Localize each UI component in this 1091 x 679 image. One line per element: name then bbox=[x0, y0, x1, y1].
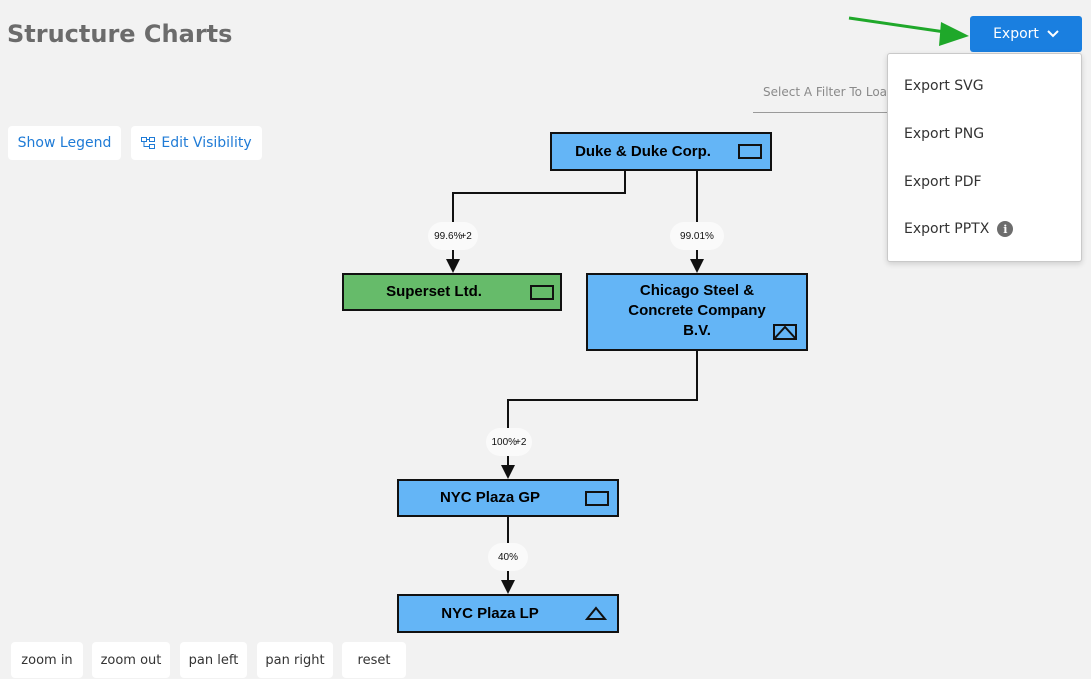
zoom-in-button[interactable]: zoom in bbox=[11, 642, 83, 678]
control-label: pan right bbox=[265, 652, 325, 668]
entity-node-superset[interactable]: Superset Ltd. bbox=[342, 273, 562, 311]
entity-node-nyc-gp[interactable]: NYC Plaza GP bbox=[397, 479, 619, 517]
ownership-pill: 100%+2 bbox=[486, 428, 532, 456]
ownership-pill: 99.6%+2 bbox=[428, 222, 478, 250]
entity-label: Duke & Duke Corp. bbox=[575, 142, 711, 160]
entity-label-line-1: Chicago Steel & bbox=[639, 282, 755, 299]
edit-visibility-button[interactable]: Edit Visibility bbox=[131, 126, 262, 160]
entity-label-line-2: Concrete Company bbox=[628, 302, 766, 319]
connector-line bbox=[696, 169, 698, 262]
triangle-entity-icon bbox=[585, 606, 607, 620]
info-icon[interactable]: i bbox=[997, 221, 1014, 237]
export-menu: Export SVG Export PNG Export PDF Export … bbox=[887, 53, 1082, 262]
entity-label: Superset Ltd. bbox=[386, 283, 482, 300]
export-png-item[interactable]: Export PNG bbox=[888, 114, 1081, 154]
partnership-triangle-icon bbox=[773, 324, 797, 340]
entity-label: NYC Plaza GP bbox=[439, 489, 541, 506]
pan-left-button[interactable]: pan left bbox=[180, 642, 247, 678]
control-label: pan left bbox=[188, 652, 239, 668]
arrowhead-icon bbox=[501, 465, 515, 479]
edit-visibility-label: Edit Visibility bbox=[161, 135, 252, 151]
ownership-percent: 40% bbox=[497, 551, 518, 563]
arrowhead-icon bbox=[690, 259, 704, 273]
menu-item-label: Export SVG bbox=[904, 78, 984, 94]
arrowhead-icon bbox=[446, 259, 460, 273]
export-pdf-item[interactable]: Export PDF bbox=[888, 162, 1081, 202]
arrowhead-icon bbox=[501, 580, 515, 594]
ownership-extra: +2 bbox=[460, 230, 472, 242]
rectangle-entity-icon bbox=[585, 491, 609, 506]
ownership-pill: 99.01% bbox=[670, 222, 724, 250]
reset-button[interactable]: reset bbox=[342, 642, 406, 678]
connector-line bbox=[507, 399, 698, 401]
connector-line bbox=[624, 169, 626, 194]
ownership-percent: 99.6% bbox=[434, 230, 463, 242]
ownership-extra: +2 bbox=[515, 436, 527, 448]
chevron-down-icon bbox=[1047, 30, 1059, 38]
ownership-percent: 99.01% bbox=[680, 230, 714, 242]
menu-item-label: Export PNG bbox=[904, 126, 985, 142]
ownership-pill: 40% bbox=[488, 543, 528, 571]
control-label: reset bbox=[357, 652, 391, 668]
connector-line bbox=[696, 350, 698, 401]
annotation-arrow-icon bbox=[848, 16, 969, 46]
zoom-out-button[interactable]: zoom out bbox=[92, 642, 170, 678]
entity-label-line-3: B.V. bbox=[683, 322, 711, 339]
filter-select[interactable]: Select A Filter To Load bbox=[753, 79, 893, 113]
filter-placeholder: Select A Filter To Load bbox=[763, 85, 893, 99]
connector-line bbox=[452, 192, 626, 194]
export-button[interactable]: Export bbox=[970, 16, 1082, 52]
rectangle-entity-icon bbox=[738, 144, 762, 159]
export-pptx-item[interactable]: Export PPTX i bbox=[888, 209, 1081, 249]
control-label: zoom in bbox=[21, 652, 73, 668]
export-button-label: Export bbox=[993, 26, 1039, 42]
page-title: Structure Charts bbox=[7, 20, 233, 48]
ownership-percent: 100% bbox=[491, 436, 518, 448]
show-legend-button[interactable]: Show Legend bbox=[8, 126, 121, 160]
export-svg-item[interactable]: Export SVG bbox=[888, 66, 1081, 106]
hierarchy-icon bbox=[141, 137, 156, 149]
show-legend-label: Show Legend bbox=[17, 135, 112, 151]
entity-node-nyc-lp[interactable]: NYC Plaza LP bbox=[397, 594, 619, 633]
pan-right-button[interactable]: pan right bbox=[257, 642, 333, 678]
rectangle-entity-icon bbox=[530, 285, 554, 300]
entity-node-duke[interactable]: Duke & Duke Corp. bbox=[550, 132, 772, 171]
entity-node-chicago[interactable]: Chicago Steel & Concrete Company B.V. bbox=[586, 273, 808, 351]
entity-label: NYC Plaza LP bbox=[441, 604, 539, 622]
menu-item-label: Export PPTX bbox=[904, 221, 990, 237]
menu-item-label: Export PDF bbox=[904, 174, 982, 190]
control-label: zoom out bbox=[100, 652, 162, 668]
